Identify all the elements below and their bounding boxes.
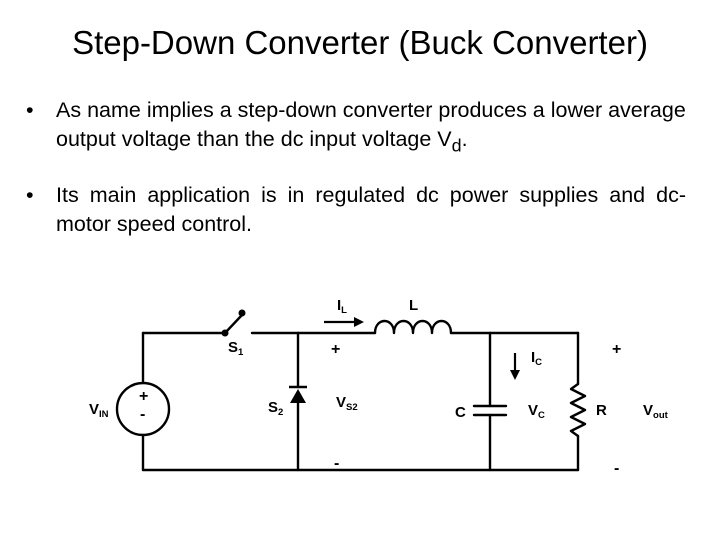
vout-label: Vout [643, 402, 669, 421]
bullet-item: • Its main application is in regulated d… [26, 181, 686, 239]
vs2-label: VS2 [336, 394, 358, 413]
source-minus-sign: - [140, 406, 145, 423]
vout-plus-sign: + [612, 341, 621, 358]
current-arrow-c-head [510, 370, 520, 380]
diode-label: S2 [268, 399, 283, 418]
current-l-label: IL [337, 297, 347, 316]
switch-contact [238, 309, 246, 317]
bullet-item: • As name implies a step-down converter … [26, 96, 686, 160]
bullet-marker: • [26, 183, 34, 208]
bullet-list: • As name implies a step-down converter … [26, 96, 686, 239]
inductor-coil [373, 319, 453, 335]
capacitor-label: C [455, 404, 466, 421]
switch-blade [223, 313, 244, 335]
inductor-label: L [409, 297, 418, 314]
bullet-text: As name implies a step-down converter pr… [56, 98, 686, 151]
vs2-plus-sign: + [331, 341, 340, 358]
source-plus-sign: + [139, 388, 148, 405]
resistor-zigzag [569, 382, 587, 438]
bullet-marker: • [26, 98, 34, 122]
vs2-minus-sign: - [334, 455, 339, 472]
resistor-label: R [596, 402, 607, 419]
diode-symbol [290, 389, 306, 403]
source-label: VIN [89, 401, 109, 420]
switch-contact [221, 329, 229, 337]
current-c-label: IC [531, 349, 542, 368]
bullet-subscript: d [451, 135, 462, 156]
switch-label: S1 [228, 339, 244, 358]
bullet-text: Its main application is in regulated dc … [56, 183, 686, 237]
current-arrow-l-head [354, 317, 364, 327]
vout-minus-sign: - [614, 460, 619, 477]
slide-title: Step-Down Converter (Buck Converter) [72, 24, 648, 61]
voltage-source-circle [115, 381, 171, 437]
cap-voltage-label: VC [528, 402, 545, 421]
bullet-suffix: . [461, 127, 468, 151]
